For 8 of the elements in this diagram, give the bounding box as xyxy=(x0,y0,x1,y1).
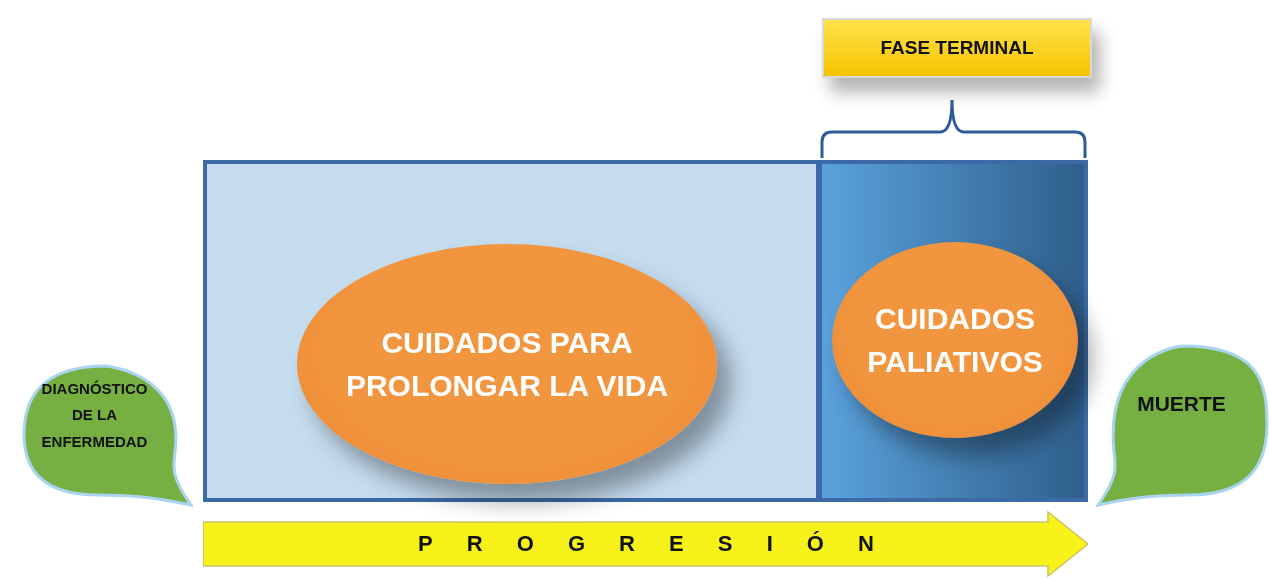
stage-panel xyxy=(818,160,1088,502)
phase-tag: FASE TERMINAL xyxy=(822,18,1092,78)
bubble-label: DIAGNÓSTICO DE LA ENFERMEDAD xyxy=(40,379,149,452)
care-oval: CUIDADOS PALIATIVOS xyxy=(832,242,1078,438)
bubble-label: MUERTE xyxy=(1136,391,1227,417)
arrow-label: PROGRESIÓN xyxy=(416,530,910,558)
stage-panel xyxy=(203,160,820,502)
care-oval: CUIDADOS PARA PROLONGAR LA VIDA xyxy=(297,244,717,484)
